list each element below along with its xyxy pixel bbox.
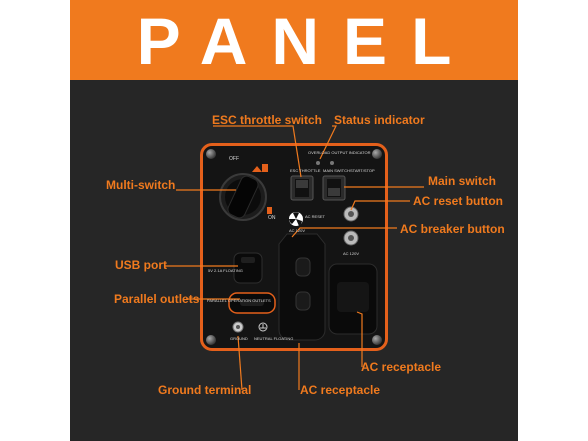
ac-reset-button-callout: AC reset button	[413, 194, 503, 208]
start-stop-label: START/STOP	[350, 168, 375, 173]
usb-port-callout: USB port	[115, 258, 167, 272]
ac-120v-left-label: AC 120V	[289, 228, 306, 233]
screw-icon	[206, 335, 216, 345]
neutral-floating-label: NEUTRAL FLOATING	[254, 336, 294, 341]
off-label: OFF	[229, 156, 239, 162]
main-switch-label: MAIN SWITCH	[323, 168, 350, 173]
on-label: ON	[268, 215, 276, 221]
ac-receptacle-right-callout: AC receptacle	[361, 360, 442, 374]
indicator-label: OVERLOAD OUTPUT INDICATOR	[308, 150, 371, 155]
status-indicator-callout: Status indicator	[334, 113, 425, 127]
title-banner: PANEL	[70, 0, 518, 80]
screw-icon	[372, 149, 382, 159]
usb-label: 5V 2.1A FLOATING	[208, 268, 243, 273]
ac-reset-label: AC RESET	[305, 214, 326, 219]
ac-receptacle-bottom-callout: AC receptacle	[300, 383, 381, 397]
control-panel	[200, 143, 388, 351]
ground-label: GROUND	[230, 336, 248, 341]
ground-terminal-callout: Ground terminal	[158, 383, 252, 397]
esc-throttle-switch-callout: ESC throttle switch	[212, 113, 323, 127]
banner-title: PANEL	[136, 4, 476, 78]
multi-switch-callout: Multi-switch	[106, 178, 176, 192]
esc-throttle-label: ESC THROTTLE	[290, 168, 321, 173]
ac-120v-right-label: AC 120V	[343, 251, 360, 256]
screw-icon	[206, 149, 216, 159]
parallel-outlets-callout: Parallel outlets	[114, 292, 200, 306]
main-switch-callout: Main switch	[428, 174, 497, 188]
screw-icon	[372, 335, 382, 345]
parallel-label: PARALLEL OPERATION OUTLETS	[207, 298, 271, 303]
ac-breaker-button-callout: AC breaker button	[400, 222, 505, 236]
